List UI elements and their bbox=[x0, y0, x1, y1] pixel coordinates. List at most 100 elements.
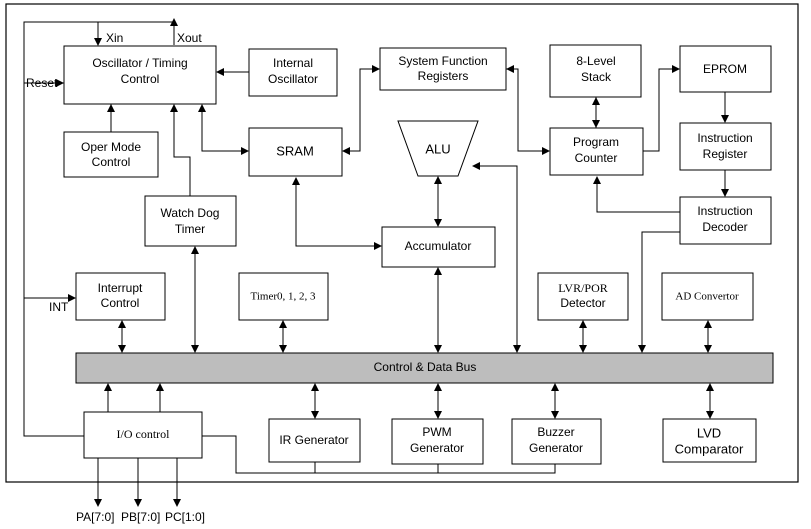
block-pwm-generator: PWM Generator bbox=[391, 418, 484, 465]
lvr-label-2: Detector bbox=[560, 296, 605, 310]
io-generators-wire bbox=[202, 435, 556, 474]
sram-acc-arrow-icon bbox=[374, 242, 382, 250]
adc-bus-arrow-icon bbox=[704, 345, 712, 353]
idec-label-1: Instruction bbox=[697, 204, 752, 218]
block-buzzer-generator: Buzzer Generator bbox=[511, 418, 602, 465]
block-alu: ALU bbox=[397, 120, 479, 177]
intosc-label-2: Oscillator bbox=[268, 72, 318, 86]
idec-pc-wire bbox=[596, 180, 680, 213]
xin-arrow-icon bbox=[94, 38, 102, 46]
int-arrow-icon bbox=[68, 294, 76, 302]
control-data-bus: Control & Data Bus bbox=[75, 352, 774, 384]
bus-acc-arrow-icon bbox=[434, 267, 442, 275]
stack-label-2: Stack bbox=[581, 70, 612, 84]
pc-label-1: Program bbox=[573, 135, 619, 149]
bus-buzzer-arrow-icon bbox=[551, 411, 559, 419]
reset-rail-wire bbox=[23, 82, 84, 437]
osc-label-1: Oscillator / Timing bbox=[92, 56, 187, 70]
bus-alu-wire bbox=[478, 165, 518, 346]
wdt-osc-wire bbox=[173, 106, 191, 196]
stack-pc-arrow-icon bbox=[592, 120, 600, 128]
xout-pin-label: Xout bbox=[177, 31, 202, 45]
idec-bus-wire bbox=[641, 231, 680, 346]
block-stack: 8-Level Stack bbox=[549, 44, 642, 98]
eprom-ireg-arrow-icon bbox=[721, 115, 729, 123]
timer-label: Timer0, 1, 2, 3 bbox=[251, 291, 316, 303]
irq-label-1: Interrupt bbox=[98, 281, 143, 295]
lvr-label-1: LVR/POR bbox=[558, 281, 608, 295]
block-ad-convertor: AD Convertor bbox=[661, 272, 754, 321]
lvd-label-2: Comparator bbox=[675, 441, 744, 456]
block-sram: SRAM bbox=[248, 127, 343, 177]
wdt-label-2: Timer bbox=[175, 222, 205, 236]
block-watch-dog-timer: Watch Dog Timer bbox=[144, 195, 237, 247]
acc-sram-arrow-icon bbox=[292, 177, 300, 185]
acc-bus-arrow-icon bbox=[434, 345, 442, 353]
buzzer-label-1: Buzzer bbox=[537, 425, 574, 439]
bus-irq-arrow-icon bbox=[118, 320, 126, 328]
lvr-bus-arrow-icon bbox=[579, 345, 587, 353]
xout-arrow-icon bbox=[170, 18, 178, 26]
bus-lvd-arrow-icon bbox=[706, 411, 714, 419]
sfr-label-1: System Function bbox=[398, 54, 487, 68]
block-oper-mode-control: Oper Mode Control bbox=[63, 131, 159, 178]
sram-osc-arrow-icon bbox=[198, 104, 206, 112]
wdt-bus-arrow-icon bbox=[191, 345, 199, 353]
io-label: I/O control bbox=[117, 427, 171, 441]
pc-pin-label: PC[1:0] bbox=[165, 510, 205, 524]
connection-wires bbox=[23, 21, 726, 500]
block-instruction-register: Instruction Register bbox=[679, 122, 772, 171]
ir-bus-arrow-icon bbox=[311, 383, 319, 391]
pc-label-2: Counter bbox=[575, 151, 618, 165]
io-bus-arrow-1-icon bbox=[104, 383, 112, 391]
xin-pin-label: Xin bbox=[106, 31, 123, 45]
ireg-label-2: Register bbox=[703, 147, 748, 161]
wdt-osc-arrow-icon bbox=[170, 104, 178, 112]
sram-sfr-wire bbox=[349, 68, 372, 152]
opmode-label-1: Oper Mode bbox=[81, 140, 141, 154]
ireg-idec-arrow-icon bbox=[721, 189, 729, 197]
ir-label: IR Generator bbox=[279, 433, 348, 447]
osc-sram-wire bbox=[201, 106, 242, 152]
block-ir-generator: IR Generator bbox=[268, 418, 361, 463]
block-lvd-comparator: LVD Comparator bbox=[662, 418, 757, 463]
alu-bus-arrow-icon bbox=[513, 345, 521, 353]
idec-pc-arrow-icon bbox=[593, 176, 601, 184]
ireg-label-1: Instruction bbox=[697, 131, 752, 145]
bus-timer-arrow-icon bbox=[279, 320, 287, 328]
irq-label-2: Control bbox=[101, 296, 140, 310]
acc-alu-arrow-icon bbox=[434, 176, 442, 184]
bus-label: Control & Data Bus bbox=[374, 360, 477, 374]
pc-eprom-arrow-icon bbox=[672, 65, 680, 73]
buzzer-bus-arrow-icon bbox=[551, 383, 559, 391]
intosc-label-1: Internal bbox=[273, 56, 313, 70]
irq-bus-arrow-icon bbox=[118, 345, 126, 353]
block-accumulator: Accumulator bbox=[381, 226, 496, 268]
lvd-bus-arrow-icon bbox=[706, 383, 714, 391]
sram-acc-wire bbox=[295, 184, 375, 247]
block-interrupt-control: Interrupt Control bbox=[75, 272, 166, 321]
block-timers: Timer0, 1, 2, 3 bbox=[238, 272, 329, 321]
pc-eprom-wire bbox=[643, 68, 672, 152]
pwm-label-2: Generator bbox=[410, 441, 464, 455]
arrow-heads bbox=[56, 18, 729, 507]
pb-pin-label: PB[7:0] bbox=[121, 510, 160, 524]
idec-label-2: Decoder bbox=[702, 220, 747, 234]
sfr-label-2: Registers bbox=[418, 69, 469, 83]
sfr-pc-arrow-icon bbox=[542, 147, 550, 155]
pc-port-arrow-icon bbox=[173, 499, 181, 507]
eprom-label: EPROM bbox=[703, 62, 747, 76]
wdt-label-1: Watch Dog bbox=[161, 206, 220, 220]
pc-stack-arrow-icon bbox=[592, 97, 600, 105]
block-internal-oscillator: Internal Oscillator bbox=[248, 48, 338, 97]
io-bus-arrow-2-icon bbox=[156, 383, 164, 391]
buzzer-label-2: Generator bbox=[529, 441, 583, 455]
pwm-label-1: PWM bbox=[422, 425, 451, 439]
bus-pwm-arrow-icon bbox=[434, 411, 442, 419]
bus-wdt-arrow-icon bbox=[191, 246, 199, 254]
reset-arrow-icon bbox=[56, 79, 64, 87]
idec-bus-arrow-icon bbox=[638, 345, 646, 353]
stack-label-1: 8-Level bbox=[576, 54, 615, 68]
pwm-bus-arrow-icon bbox=[434, 383, 442, 391]
